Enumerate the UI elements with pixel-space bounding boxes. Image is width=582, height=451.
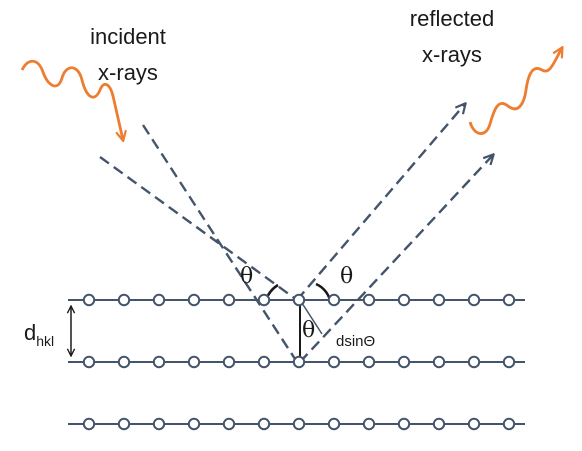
atom <box>117 293 131 307</box>
atom <box>327 293 341 307</box>
atom <box>432 355 446 369</box>
atom <box>117 355 131 369</box>
d-hkl-label: dhkl <box>24 320 55 349</box>
atom <box>397 417 411 431</box>
atom <box>222 355 236 369</box>
incident-rays <box>99 124 299 363</box>
atom <box>222 417 236 431</box>
atom <box>152 293 166 307</box>
atom <box>432 293 446 307</box>
atom <box>362 417 376 431</box>
reflected-wave <box>468 48 562 135</box>
atom <box>222 293 236 307</box>
incident-label-line2: x-rays <box>98 60 158 85</box>
atom <box>432 417 446 431</box>
incident-wave <box>20 59 123 140</box>
incident-ray-1 <box>99 156 298 301</box>
atom <box>152 417 166 431</box>
angle-arc-reflected <box>315 282 332 301</box>
atom <box>292 417 306 431</box>
atom <box>362 355 376 369</box>
atom <box>467 417 481 431</box>
atom <box>292 355 306 369</box>
atom <box>257 293 271 307</box>
atom <box>397 355 411 369</box>
atom <box>327 355 341 369</box>
atom <box>187 293 201 307</box>
atom <box>117 417 131 431</box>
atom <box>467 293 481 307</box>
atom <box>292 293 306 307</box>
reflected-label-line2: x-rays <box>422 42 482 67</box>
atom <box>467 355 481 369</box>
atom <box>257 355 271 369</box>
theta-lower-label: θ <box>302 318 316 343</box>
reflected-label-line1: reflected <box>409 6 495 31</box>
reflected-ray-2 <box>299 155 493 363</box>
atom <box>502 293 516 307</box>
atom <box>82 355 96 369</box>
d-hkl-subscript: hkl <box>36 333 55 349</box>
path-difference-label: dsinΘ <box>336 333 376 350</box>
incident-label-line1: incident <box>90 24 166 49</box>
atom <box>187 355 201 369</box>
path-difference-line <box>299 299 323 335</box>
atom <box>327 417 341 431</box>
atom <box>152 355 166 369</box>
d-hkl-main: d <box>24 320 37 345</box>
atom <box>362 293 376 307</box>
atom <box>397 293 411 307</box>
atom <box>502 355 516 369</box>
incident-ray-2 <box>141 124 299 363</box>
reflected-ray-1 <box>296 104 465 301</box>
atoms <box>82 293 516 431</box>
atom <box>502 417 516 431</box>
theta-reflected-label: θ <box>340 264 354 289</box>
atom <box>257 417 271 431</box>
atom <box>82 417 96 431</box>
reflected-rays <box>296 104 493 363</box>
atom <box>187 417 201 431</box>
theta-incident-label: θ <box>240 264 254 289</box>
atom <box>82 293 96 307</box>
